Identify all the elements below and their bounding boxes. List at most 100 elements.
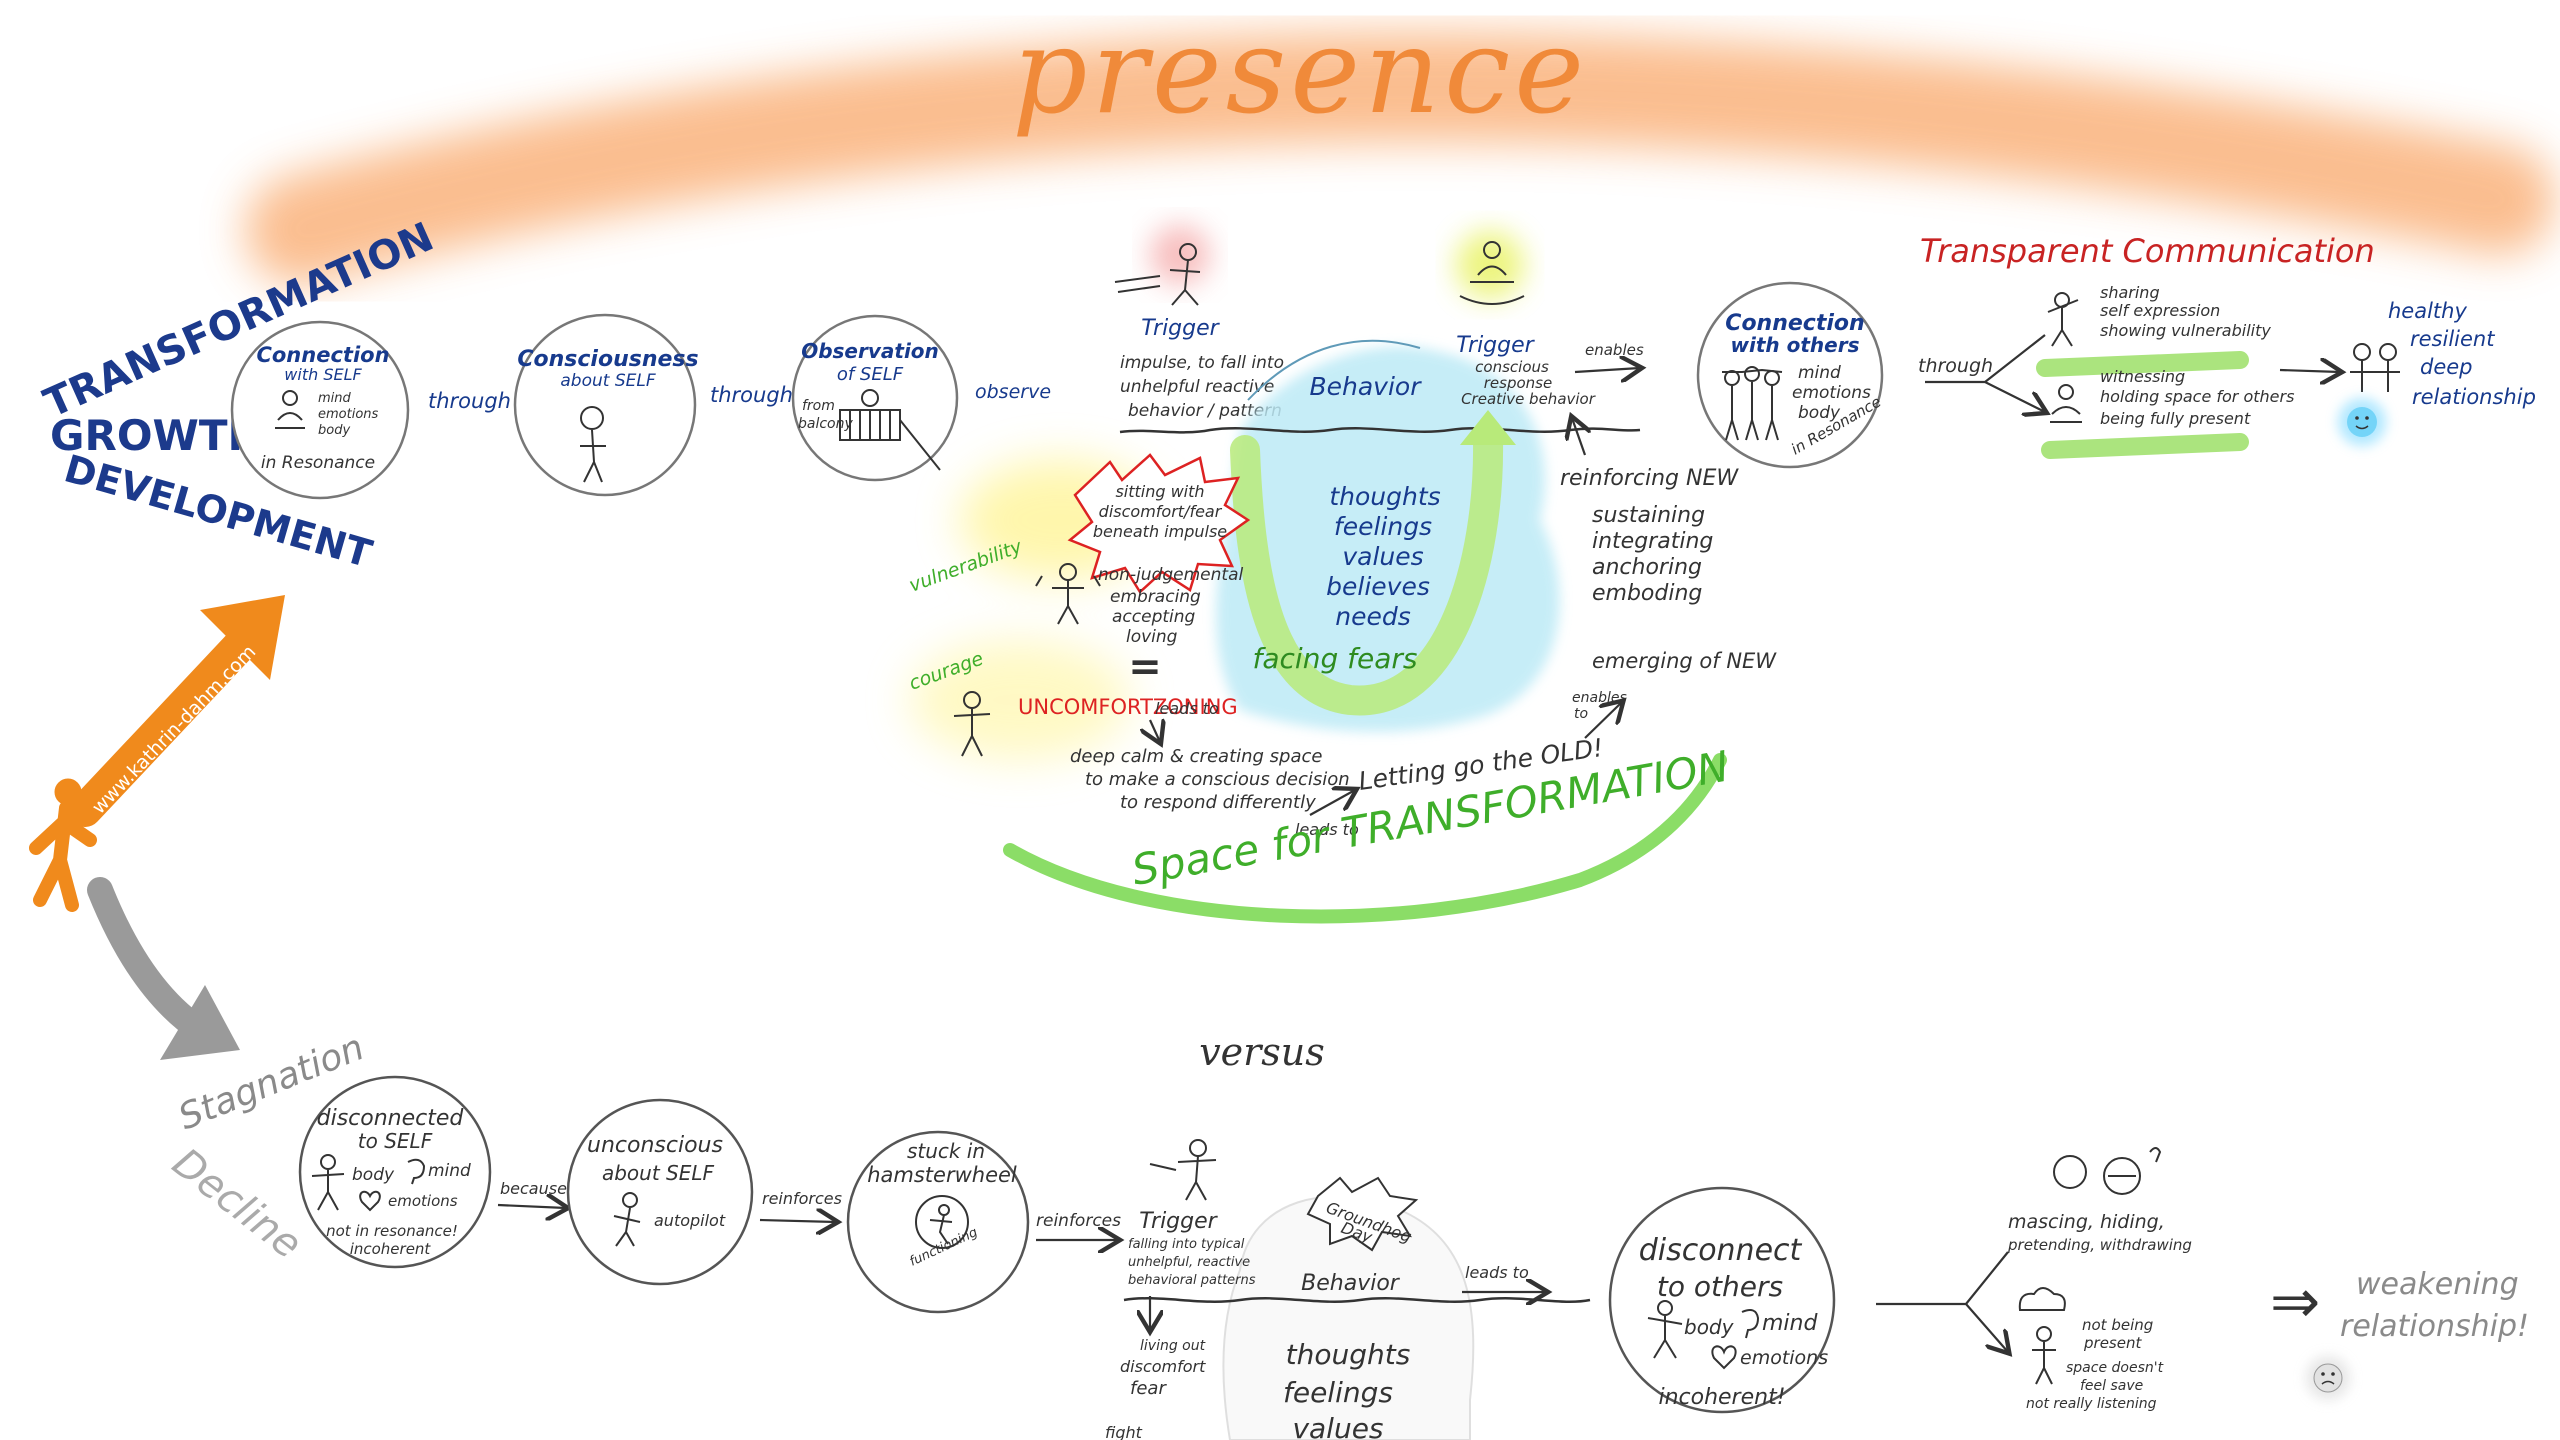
unconscious-circle: unconscious about SELF autopilot bbox=[566, 1098, 754, 1286]
connection-others-circle: Connection with others mind emotions bod… bbox=[1696, 281, 1884, 469]
connection-self-circle: Connection with SELF mind emotions body … bbox=[230, 320, 410, 500]
sharing-line3: showing vulnerability bbox=[2100, 321, 2271, 340]
brave-person-icon bbox=[953, 691, 991, 757]
zen-person-icon bbox=[1459, 241, 1525, 305]
decline-label: Decline bbox=[164, 1140, 310, 1268]
couple-icon bbox=[2350, 343, 2400, 392]
scattered-person-icon-2 bbox=[1647, 1300, 1683, 1359]
witnessing-line1: witnessing bbox=[2100, 367, 2185, 386]
trigger-conscious: Trigger conscious response Creative beha… bbox=[1456, 231, 1596, 408]
fear-burst: sitting with discomfort/fear beneath imp… bbox=[1067, 453, 1251, 594]
enables-arrow bbox=[1574, 368, 1640, 372]
facing-fears-label: facing fears bbox=[1253, 642, 1418, 675]
versus-label: versus bbox=[1199, 1030, 1325, 1074]
unconscious-note: autopilot bbox=[654, 1211, 726, 1230]
not-present-line1: not being bbox=[2082, 1316, 2153, 1334]
observation-circle: Observation of SELF from balcony bbox=[791, 314, 959, 482]
weakening-line1: weakening bbox=[2356, 1267, 2519, 1302]
vulnerable-person-icon bbox=[1035, 563, 1101, 625]
balcony-icon bbox=[839, 389, 941, 471]
leads-to-label-2: leads to bbox=[1295, 820, 1359, 839]
deep-calm-line2: to make a conscious decision bbox=[1085, 769, 1350, 790]
connection-others-item-emotions: emotions bbox=[1792, 383, 1871, 403]
living-out-line2: discomfort bbox=[1120, 1357, 1206, 1376]
consciousness-title1: Consciousness bbox=[517, 347, 698, 372]
disconnect-others-circle: disconnect to others body mind emotions … bbox=[1608, 1186, 1836, 1414]
connection-others-item-mind: mind bbox=[1798, 363, 1841, 383]
not-present-line3: space doesn't bbox=[2066, 1360, 2164, 1376]
burst-line2: discomfort/fear bbox=[1099, 502, 1223, 521]
connection-self-item-emotions: emotions bbox=[318, 407, 379, 422]
sustaining-line2: integrating bbox=[1592, 529, 1713, 554]
group-people-icon bbox=[1722, 366, 1783, 441]
connection-others-title1: Connection bbox=[1725, 311, 1864, 336]
trigger-reactive-line2: unhelpful reactive bbox=[1120, 377, 1274, 397]
bottom-trigger: Trigger falling into typical unhelpful, … bbox=[1128, 1139, 1256, 1288]
burst-line1: sitting with bbox=[1115, 482, 1204, 501]
result-arrow: ⇒ bbox=[2270, 1267, 2320, 1337]
reinforces-arrow-1 bbox=[759, 1220, 836, 1222]
burst-line3: beneath impulse bbox=[1093, 522, 1227, 541]
growth-arrow: www.kathrin-dahm.com bbox=[68, 595, 285, 827]
sustaining-line3: anchoring bbox=[1592, 555, 1702, 580]
emerging-arrow bbox=[1584, 702, 1622, 739]
reinforces-label-1: reinforces bbox=[762, 1189, 842, 1208]
head-icon-2 bbox=[1741, 1309, 1760, 1339]
hamsterwheel-title1: stuck in bbox=[907, 1139, 985, 1163]
trigger-conscious-title: Trigger bbox=[1456, 333, 1535, 358]
witnessing-group: witnessing holding space for others bein… bbox=[2041, 367, 2294, 459]
enables-label-2a: enables bbox=[1572, 690, 1627, 706]
disconnected-self-body: body bbox=[352, 1165, 395, 1185]
disconnected-self-foot2: incoherent bbox=[350, 1240, 432, 1258]
autopilot-person-icon bbox=[613, 1192, 641, 1247]
behavior-label: Behavior bbox=[1309, 372, 1422, 401]
reinforcing-label: reinforcing NEW bbox=[1560, 466, 1739, 491]
outcome-healthy: healthy bbox=[2388, 299, 2467, 323]
deep-calm-line1: deep calm & creating space bbox=[1070, 746, 1322, 767]
trigger-reactive-title: Trigger bbox=[1141, 316, 1220, 341]
consciousness-circle: Consciousness about SELF bbox=[513, 313, 699, 497]
connection-self-item-mind: mind bbox=[318, 391, 352, 406]
connection-others-title2: with others bbox=[1731, 333, 1860, 357]
disconnected-self-mind: mind bbox=[428, 1161, 471, 1181]
because-label: because bbox=[500, 1179, 567, 1198]
iceberg-feelings: feelings bbox=[1334, 512, 1432, 541]
observe-label: observe bbox=[975, 381, 1051, 403]
observation-title2: of SELF bbox=[837, 364, 904, 385]
bottom-behavior: Behavior bbox=[1301, 1271, 1401, 1296]
connection-others-item-body: body bbox=[1798, 403, 1841, 423]
bottom-iceberg bbox=[1222, 1195, 1475, 1440]
uncomfortzoning-label: UNCOMFORTZONING bbox=[1018, 695, 1238, 719]
attitude-accepting: accepting bbox=[1112, 607, 1196, 627]
witnessing-highlight bbox=[2041, 433, 2249, 459]
presence-arc bbox=[245, 32, 2555, 285]
leads-to-arrow-1 bbox=[1150, 720, 1160, 742]
disconnect-others-body: body bbox=[1684, 1315, 1735, 1339]
stressed-person-icon-2 bbox=[1149, 1139, 1217, 1201]
attitude-loving: loving bbox=[1126, 627, 1178, 647]
trigger-reactive-line3: behavior / pattern bbox=[1128, 401, 1282, 421]
sharing-group: sharing self expression showing vulnerab… bbox=[2036, 283, 2271, 377]
hamsterwheel-circle: stuck in hamsterwheel functioning bbox=[846, 1130, 1030, 1314]
space-green-arc bbox=[1003, 753, 1727, 924]
bottom-iceberg-thoughts: thoughts bbox=[1286, 1338, 1411, 1371]
fight-label: fight bbox=[1105, 1423, 1143, 1440]
sharing-highlight bbox=[2036, 351, 2249, 377]
meditating-person-icon bbox=[275, 390, 305, 429]
not-present-line2: present bbox=[2083, 1334, 2142, 1352]
decline-arrow bbox=[87, 877, 240, 1060]
head-icon bbox=[407, 1158, 426, 1185]
disconnected-self-title2: to SELF bbox=[358, 1129, 433, 1153]
stressed-person-icon bbox=[1114, 243, 1201, 306]
enables-label: enables bbox=[1585, 341, 1644, 359]
emerging-label: emerging of NEW bbox=[1592, 649, 1777, 673]
heart-icon-2 bbox=[1711, 1345, 1737, 1370]
unconscious-title2: about SELF bbox=[602, 1161, 715, 1185]
heart-icon bbox=[359, 1190, 381, 1212]
lightbulb-person-icon bbox=[580, 406, 606, 483]
through-label-3: through bbox=[1918, 355, 1993, 377]
enables-label-2b: to bbox=[1574, 706, 1588, 722]
happy-face-icon bbox=[2338, 398, 2386, 446]
iceberg-believes: believes bbox=[1326, 572, 1430, 601]
